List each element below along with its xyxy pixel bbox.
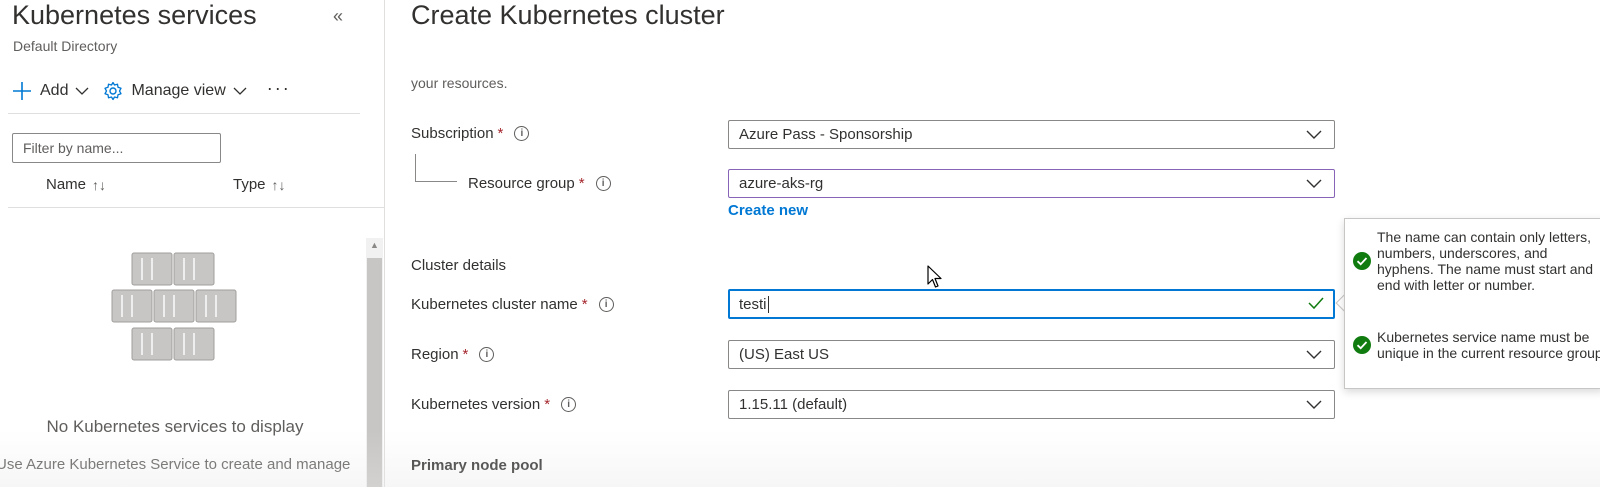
kubernetes-version-value: 1.15.11 (default) xyxy=(739,396,848,413)
scrollbar-thumb[interactable] xyxy=(367,258,382,487)
required-asterisk: * xyxy=(497,125,504,142)
manage-view-button[interactable]: Manage view xyxy=(103,81,247,101)
command-bar: Add Manage view ··· xyxy=(12,78,291,104)
subscription-label-text: Subscription xyxy=(411,125,494,142)
region-label-text: Region xyxy=(411,346,459,363)
sort-arrows-icon: ↑↓ xyxy=(92,176,107,193)
kubernetes-containers-icon xyxy=(111,252,237,361)
page-title: Create Kubernetes cluster xyxy=(411,0,725,30)
scroll-up-arrow-icon[interactable]: ▲ xyxy=(370,240,379,250)
required-asterisk: * xyxy=(578,175,585,192)
required-asterisk: * xyxy=(544,396,551,413)
manage-view-label: Manage view xyxy=(131,82,226,99)
text-caret xyxy=(767,295,769,313)
info-icon[interactable]: i xyxy=(479,347,495,362)
validation-rule: The name can contain only letters, numbe… xyxy=(1353,229,1600,293)
primary-node-pool-heading: Primary node pool xyxy=(411,457,543,474)
plus-icon xyxy=(13,82,31,100)
checkmark-icon xyxy=(1308,297,1324,310)
add-button[interactable]: Add xyxy=(12,81,89,101)
column-header-name-label: Name xyxy=(46,176,87,193)
subscription-value: Azure Pass - Sponsorship xyxy=(739,126,913,143)
column-header-name[interactable]: Name ↑↓ xyxy=(46,176,106,193)
blade-title: Kubernetes services xyxy=(12,0,257,30)
success-check-circle-icon xyxy=(1353,252,1371,270)
subscription-dropdown[interactable]: Azure Pass - Sponsorship xyxy=(728,120,1335,149)
divider xyxy=(8,207,384,208)
tree-connector xyxy=(415,181,457,182)
cluster-name-label: Kubernetes cluster name * i xyxy=(411,296,614,313)
empty-state-description: Use Azure Kubernetes Service to create a… xyxy=(0,456,351,473)
mouse-pointer-icon xyxy=(927,265,942,288)
resource-group-dropdown[interactable]: azure-aks-rg xyxy=(728,169,1335,198)
validation-rule: Kubernetes service name must be unique i… xyxy=(1353,329,1600,361)
filter-by-name-input[interactable] xyxy=(12,133,221,163)
kubernetes-version-label: Kubernetes version * i xyxy=(411,396,577,413)
gear-icon xyxy=(104,81,123,101)
region-label: Region * i xyxy=(411,346,495,363)
info-icon[interactable]: i xyxy=(598,297,614,312)
create-cluster-blade: Create Kubernetes cluster your resources… xyxy=(386,0,1600,487)
tree-connector xyxy=(415,154,416,181)
info-icon[interactable]: i xyxy=(595,176,611,191)
region-dropdown[interactable]: (US) East US xyxy=(728,340,1335,369)
chevron-down-icon xyxy=(76,87,89,95)
subscription-label: Subscription * i xyxy=(411,125,530,142)
column-header-type-label: Type xyxy=(233,176,266,193)
resource-group-value: azure-aks-rg xyxy=(739,175,824,192)
divider xyxy=(8,113,360,114)
chevron-down-icon xyxy=(1306,400,1322,409)
required-asterisk: * xyxy=(581,296,588,313)
column-header-type[interactable]: Type ↑↓ xyxy=(233,176,286,193)
validation-callout: The name can contain only letters, numbe… xyxy=(1344,218,1600,389)
region-value: (US) East US xyxy=(739,346,830,363)
cluster-name-input[interactable]: testi xyxy=(728,289,1335,319)
kubernetes-version-dropdown[interactable]: 1.15.11 (default) xyxy=(728,390,1335,419)
intro-text: your resources. xyxy=(411,75,508,91)
empty-state-title: No Kubernetes services to display xyxy=(46,417,304,436)
kubernetes-version-label-text: Kubernetes version xyxy=(411,396,541,413)
validation-rule-text: The name can contain only letters, numbe… xyxy=(1377,229,1594,293)
cluster-name-label-text: Kubernetes cluster name xyxy=(411,296,578,313)
success-check-circle-icon xyxy=(1353,336,1371,354)
chevron-down-icon xyxy=(1306,130,1322,139)
info-icon[interactable]: i xyxy=(561,397,577,412)
create-new-resource-group-link[interactable]: Create new xyxy=(728,202,809,219)
info-icon[interactable]: i xyxy=(514,126,530,141)
required-asterisk: * xyxy=(462,346,469,363)
chevron-down-icon xyxy=(1306,350,1322,359)
add-button-label: Add xyxy=(40,82,69,99)
cluster-details-heading: Cluster details xyxy=(411,257,507,274)
kubernetes-services-blade: Kubernetes services Default Directory « … xyxy=(0,0,385,487)
double-chevron-left-icon[interactable]: « xyxy=(333,6,344,26)
chevron-down-icon xyxy=(1306,179,1322,188)
chevron-down-icon xyxy=(233,87,247,95)
cluster-name-value: testi xyxy=(739,295,767,313)
sort-arrows-icon: ↑↓ xyxy=(271,176,286,193)
resource-group-label-text: Resource group xyxy=(468,175,575,192)
validation-rule-text: Kubernetes service name must be unique i… xyxy=(1377,329,1600,361)
resource-group-label: Resource group * i xyxy=(468,175,611,192)
blade-subtitle: Default Directory xyxy=(13,38,118,54)
more-options-button[interactable]: ··· xyxy=(266,77,291,98)
